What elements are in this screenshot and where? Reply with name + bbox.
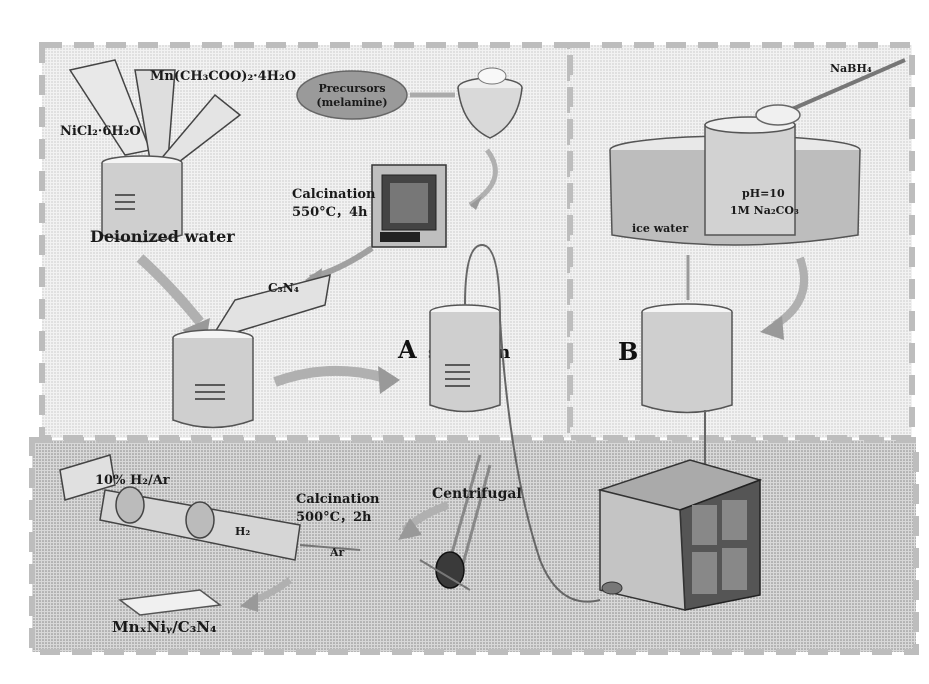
precursors-label-1: Precursors	[318, 82, 385, 95]
ice-water-label: ice water	[632, 222, 688, 235]
h2-label: H₂	[235, 525, 250, 538]
beaker-2-icon	[173, 330, 253, 428]
na2co3-label: 1M Na₂CO₃	[730, 204, 799, 217]
a-solution-letter: A	[397, 335, 417, 364]
ph-label: pH=10	[742, 187, 785, 200]
reactor-icon	[600, 460, 760, 610]
precursors-label-2: (melamine)	[316, 96, 387, 109]
nabh4-label: NaBH₄	[830, 62, 872, 75]
calcination-2-label-1: Calcination	[296, 492, 380, 507]
c3n4-label: C₃N₄	[268, 281, 299, 295]
centrifugal-label: Centrifugal	[432, 486, 522, 502]
furnace-1-icon	[372, 165, 446, 247]
ar-label: Ar	[329, 546, 345, 559]
beaker-b-icon	[642, 304, 732, 413]
nicl2-label: NiCl₂·6H₂O	[60, 124, 141, 139]
product-label: MnₓNiᵧ/C₃N₄	[112, 618, 217, 636]
mn-acetate-label: Mn(CH₃COO)₂·4H₂O	[150, 69, 296, 84]
calcination-1-label-1: Calcination	[292, 187, 376, 202]
b-solution-letter: B	[618, 337, 638, 366]
calcination-2-label-2: 500°C，2h	[296, 510, 372, 525]
beaker-a-icon	[430, 305, 500, 412]
precursors-badge	[297, 71, 407, 119]
h2ar-label: 10% H₂/Ar	[95, 473, 170, 488]
calcination-1-label-2: 550°C，4h	[292, 205, 368, 220]
deionized-water-label: Deionized water	[90, 227, 235, 246]
